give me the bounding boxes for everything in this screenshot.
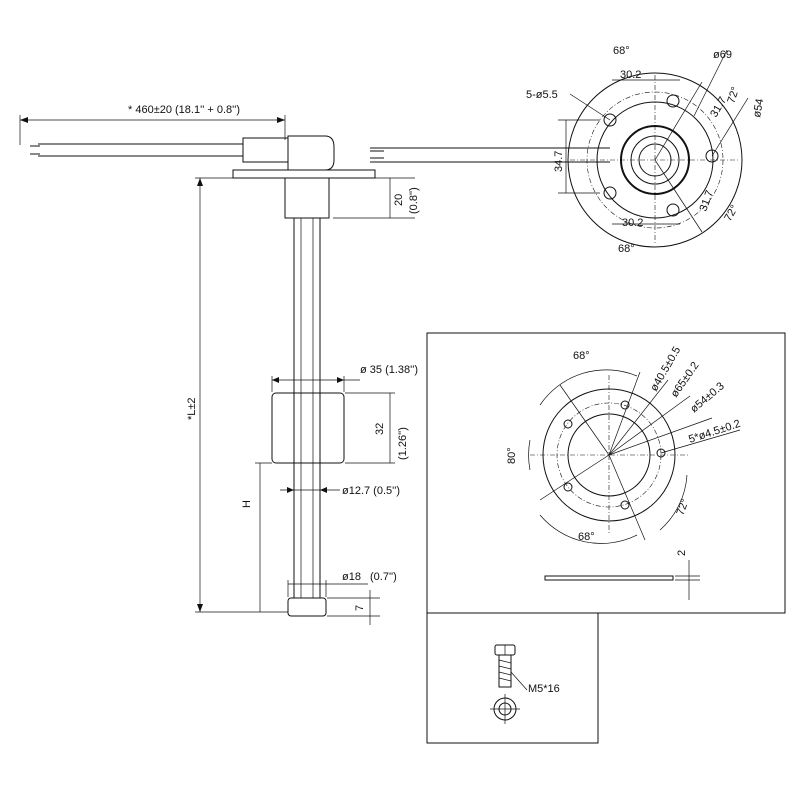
gasket-leader-holes [660,429,741,454]
connector-elbow [287,135,335,171]
gasket-hole [620,500,630,510]
top-hole [666,203,680,217]
gasket-angle-right-label: 72° [675,497,692,517]
gasket-leader-54 [608,417,713,456]
gasket-ray [539,454,610,501]
gasket-view: 68° ø40.5±0.5 ø65±0.2 ø54±0.3 5*ø4.5±0.2… [426,332,786,614]
gasket-leader-65 [608,395,691,456]
screw-thread [498,665,512,670]
gasket-arc-top [539,369,638,406]
gasket-angle-top-label: 68° [573,350,590,362]
top-angle-right-bottom-label: 72° [722,203,741,223]
top-chord-top-label: 30.2 [620,69,641,81]
gasket-frame [426,332,786,614]
gasket-hole [620,400,630,410]
dia54-leader [711,97,749,157]
flange-neck [284,177,330,219]
top-holes-label: 5-ø5.5 [526,89,558,101]
top-mount-holes [603,94,719,217]
top-angle-bottom-label: 68° [618,243,635,255]
top-chord-bottom-label: 30.2 [622,217,643,229]
gasket-arc-bottom [539,514,638,544]
gasket-ray [608,371,641,456]
float-diameter-label: ø 35 (1.38'') [360,364,418,376]
screw-thread [498,659,512,664]
screw-thread [498,671,512,676]
top-hole [705,149,719,163]
gasket-angle-bottom-label: 68° [578,531,595,543]
stop-height-label: 7 [354,605,366,611]
float-height-label: 32 [374,423,386,435]
float [271,392,345,464]
connector-sleeve [242,137,289,163]
gasket-hole [563,482,573,492]
float-travel-label: H [241,500,253,508]
gasket-ray [608,454,646,541]
angle-ray-bottom [654,159,703,233]
bottom-stop [287,597,327,617]
top-hole [603,186,617,200]
float-height-in-label: (1.26'') [397,427,409,460]
rod-diameter-label: ø12.7 (0.5'') [342,485,400,497]
cable-length-label: * 460±20 (18.1'' + 0.8'') [128,104,240,116]
gasket-profile [544,575,674,581]
stop-diameter-label: ø18 [342,571,361,583]
gasket-arc-right [659,474,688,531]
flange-height-in-label: (0.8'') [408,187,420,214]
cable-offset-label: 34.7 [553,151,565,172]
flange [232,169,376,179]
stop-diameter-in-label: (0.7'') [370,571,397,583]
top-angle-right-top-label: 72° [725,85,742,105]
top-view: 34.7 68° ø69 30.2 5-ø5.5 72° 31.7 ø54 30… [370,45,766,255]
dia69-leader [693,49,728,117]
top-bolt-circle-label: ø54 [751,98,766,119]
gasket-leader-40 [608,379,669,456]
top-chord-right-bottom-label: 31.7 [698,189,717,213]
gasket-hole [656,448,666,458]
gasket-arc-left [528,439,531,471]
rod-length-label: *L±2 [186,397,198,420]
screw-size-label: M5*16 [528,683,560,695]
gasket-thickness-label: 2 [676,550,688,556]
gasket-hole [563,419,573,429]
gasket-ray [559,384,610,456]
screw-leader [510,671,528,691]
top-hole [603,113,617,127]
screw-thread [498,677,512,682]
side-view: * 460±20 (18.1'' + 0.8'') 20 (0.8'') *L±… [19,104,420,625]
angle-ray-top [654,81,703,161]
top-outer-diameter-label: ø69 [713,49,732,61]
top-angle-top-label: 68° [613,45,630,57]
holes-leader [569,93,611,121]
gasket-holes [563,400,666,510]
top-outer-circle [567,72,743,248]
gasket-holes-label: 5*ø4.5±0.2 [687,418,742,446]
screw-view: M5*16 [426,612,599,744]
top-hole [666,94,680,108]
flange-height-label: 20 [393,194,405,206]
screw-shank [498,654,512,688]
screw-frame [426,612,599,744]
gasket-bolt-circle-label: ø54±0.3 [688,380,727,415]
gasket-angle-left-label: 80° [506,447,518,464]
